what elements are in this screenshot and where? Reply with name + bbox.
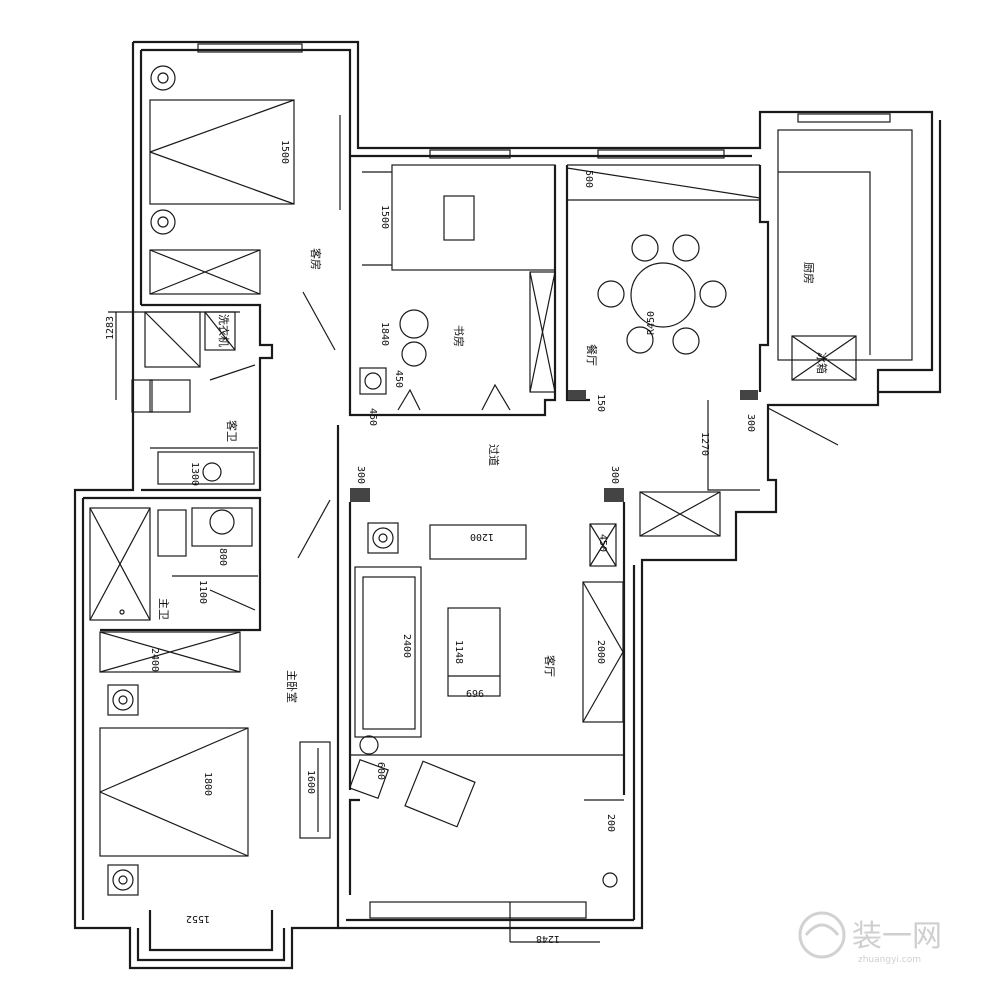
living-room-label: 客厅 xyxy=(543,655,557,677)
master-wardrobe-dimension: 2400 xyxy=(149,648,160,672)
outer-walls xyxy=(73,40,942,970)
sofa-right-dimension: 2000 xyxy=(595,640,606,664)
coffee-table-width-dimension: 1148 xyxy=(453,640,464,664)
laundry-label: 洗衣机 xyxy=(217,314,231,347)
laundry-height-dimension: 1283 xyxy=(105,316,116,340)
study-label: 书房 xyxy=(452,325,465,347)
right-small-dimension: 300 xyxy=(745,414,756,432)
armchair-dimension: 600 xyxy=(375,762,386,780)
corridor-left-dimension: 300 xyxy=(355,466,366,484)
guest-bedroom-zone: 1500 客房 xyxy=(149,43,341,351)
guest-bath-width-dimension: 1300 xyxy=(189,462,200,486)
master-bath-dimension-a: 800 xyxy=(217,548,228,566)
master-bath-zone: 800 1100 主卫 xyxy=(83,496,262,632)
guest-bath-label: 客卫 xyxy=(225,420,239,442)
master-bedroom-zone: 2400 1800 1600 主卧室 1552 xyxy=(99,499,331,924)
guest-bed-dimension: 1500 xyxy=(279,140,290,164)
dining-small-dimension: 150 xyxy=(595,394,606,412)
watermark-brand: 装一网 xyxy=(852,919,942,954)
corridor-right-dimension: 300 xyxy=(609,466,620,484)
kitchen-label: 厨房 xyxy=(802,262,815,284)
tv-cabinet-dimension: 1200 xyxy=(470,531,494,542)
master-bed-dimension: 1800 xyxy=(202,772,213,796)
side-table-dimension: 450 xyxy=(597,534,608,552)
master-bath-label: 主卫 xyxy=(157,598,170,620)
guest-bath-zone: 1283 洗衣机 客卫 1300 xyxy=(105,303,274,492)
corridor-zone: 300 300 过道 1270 300 xyxy=(350,400,760,537)
fridge-label: 冰箱 xyxy=(815,352,829,374)
watermark-url: zhuangyi.com xyxy=(858,955,921,965)
study-desk-dimension-a: 1500 xyxy=(379,205,390,229)
study-small-dimension-b: 450 xyxy=(367,408,378,426)
dining-table-dimension: R450 xyxy=(646,311,657,335)
balcony-small-dimension: 200 xyxy=(605,814,616,832)
coffee-table-depth-dimension: 969 xyxy=(466,687,484,698)
study-small-dimension-a: 450 xyxy=(393,370,404,388)
living-room-zone: 1200 450 2400 1148 969 2000 客厅 600 200 1… xyxy=(348,502,626,944)
sofa-main-dimension: 2400 xyxy=(401,634,412,658)
balcony-window-dimension: 1248 xyxy=(536,933,560,944)
master-bedroom-label: 主卧室 xyxy=(285,670,299,703)
study-zone: 1500 1840 450 450 书房 xyxy=(348,149,557,426)
guest-bedroom-label: 客房 xyxy=(309,248,323,270)
right-span-dimension: 1270 xyxy=(699,432,710,456)
master-desk-dimension: 1600 xyxy=(305,770,316,794)
dining-top-dimension: 500 xyxy=(583,170,594,188)
master-window-dimension: 1552 xyxy=(186,913,210,924)
corridor-label: 过道 xyxy=(487,444,501,466)
watermark: 装一网 zhuangyi.com xyxy=(798,911,942,965)
study-desk-dimension-b: 1840 xyxy=(379,322,390,346)
dining-zone: 500 R450 150 餐厅 xyxy=(565,149,761,412)
kitchen-zone: 厨房 冰箱 xyxy=(758,113,913,446)
master-bath-dimension-b: 1100 xyxy=(197,580,208,604)
dining-label: 餐厅 xyxy=(585,344,599,366)
